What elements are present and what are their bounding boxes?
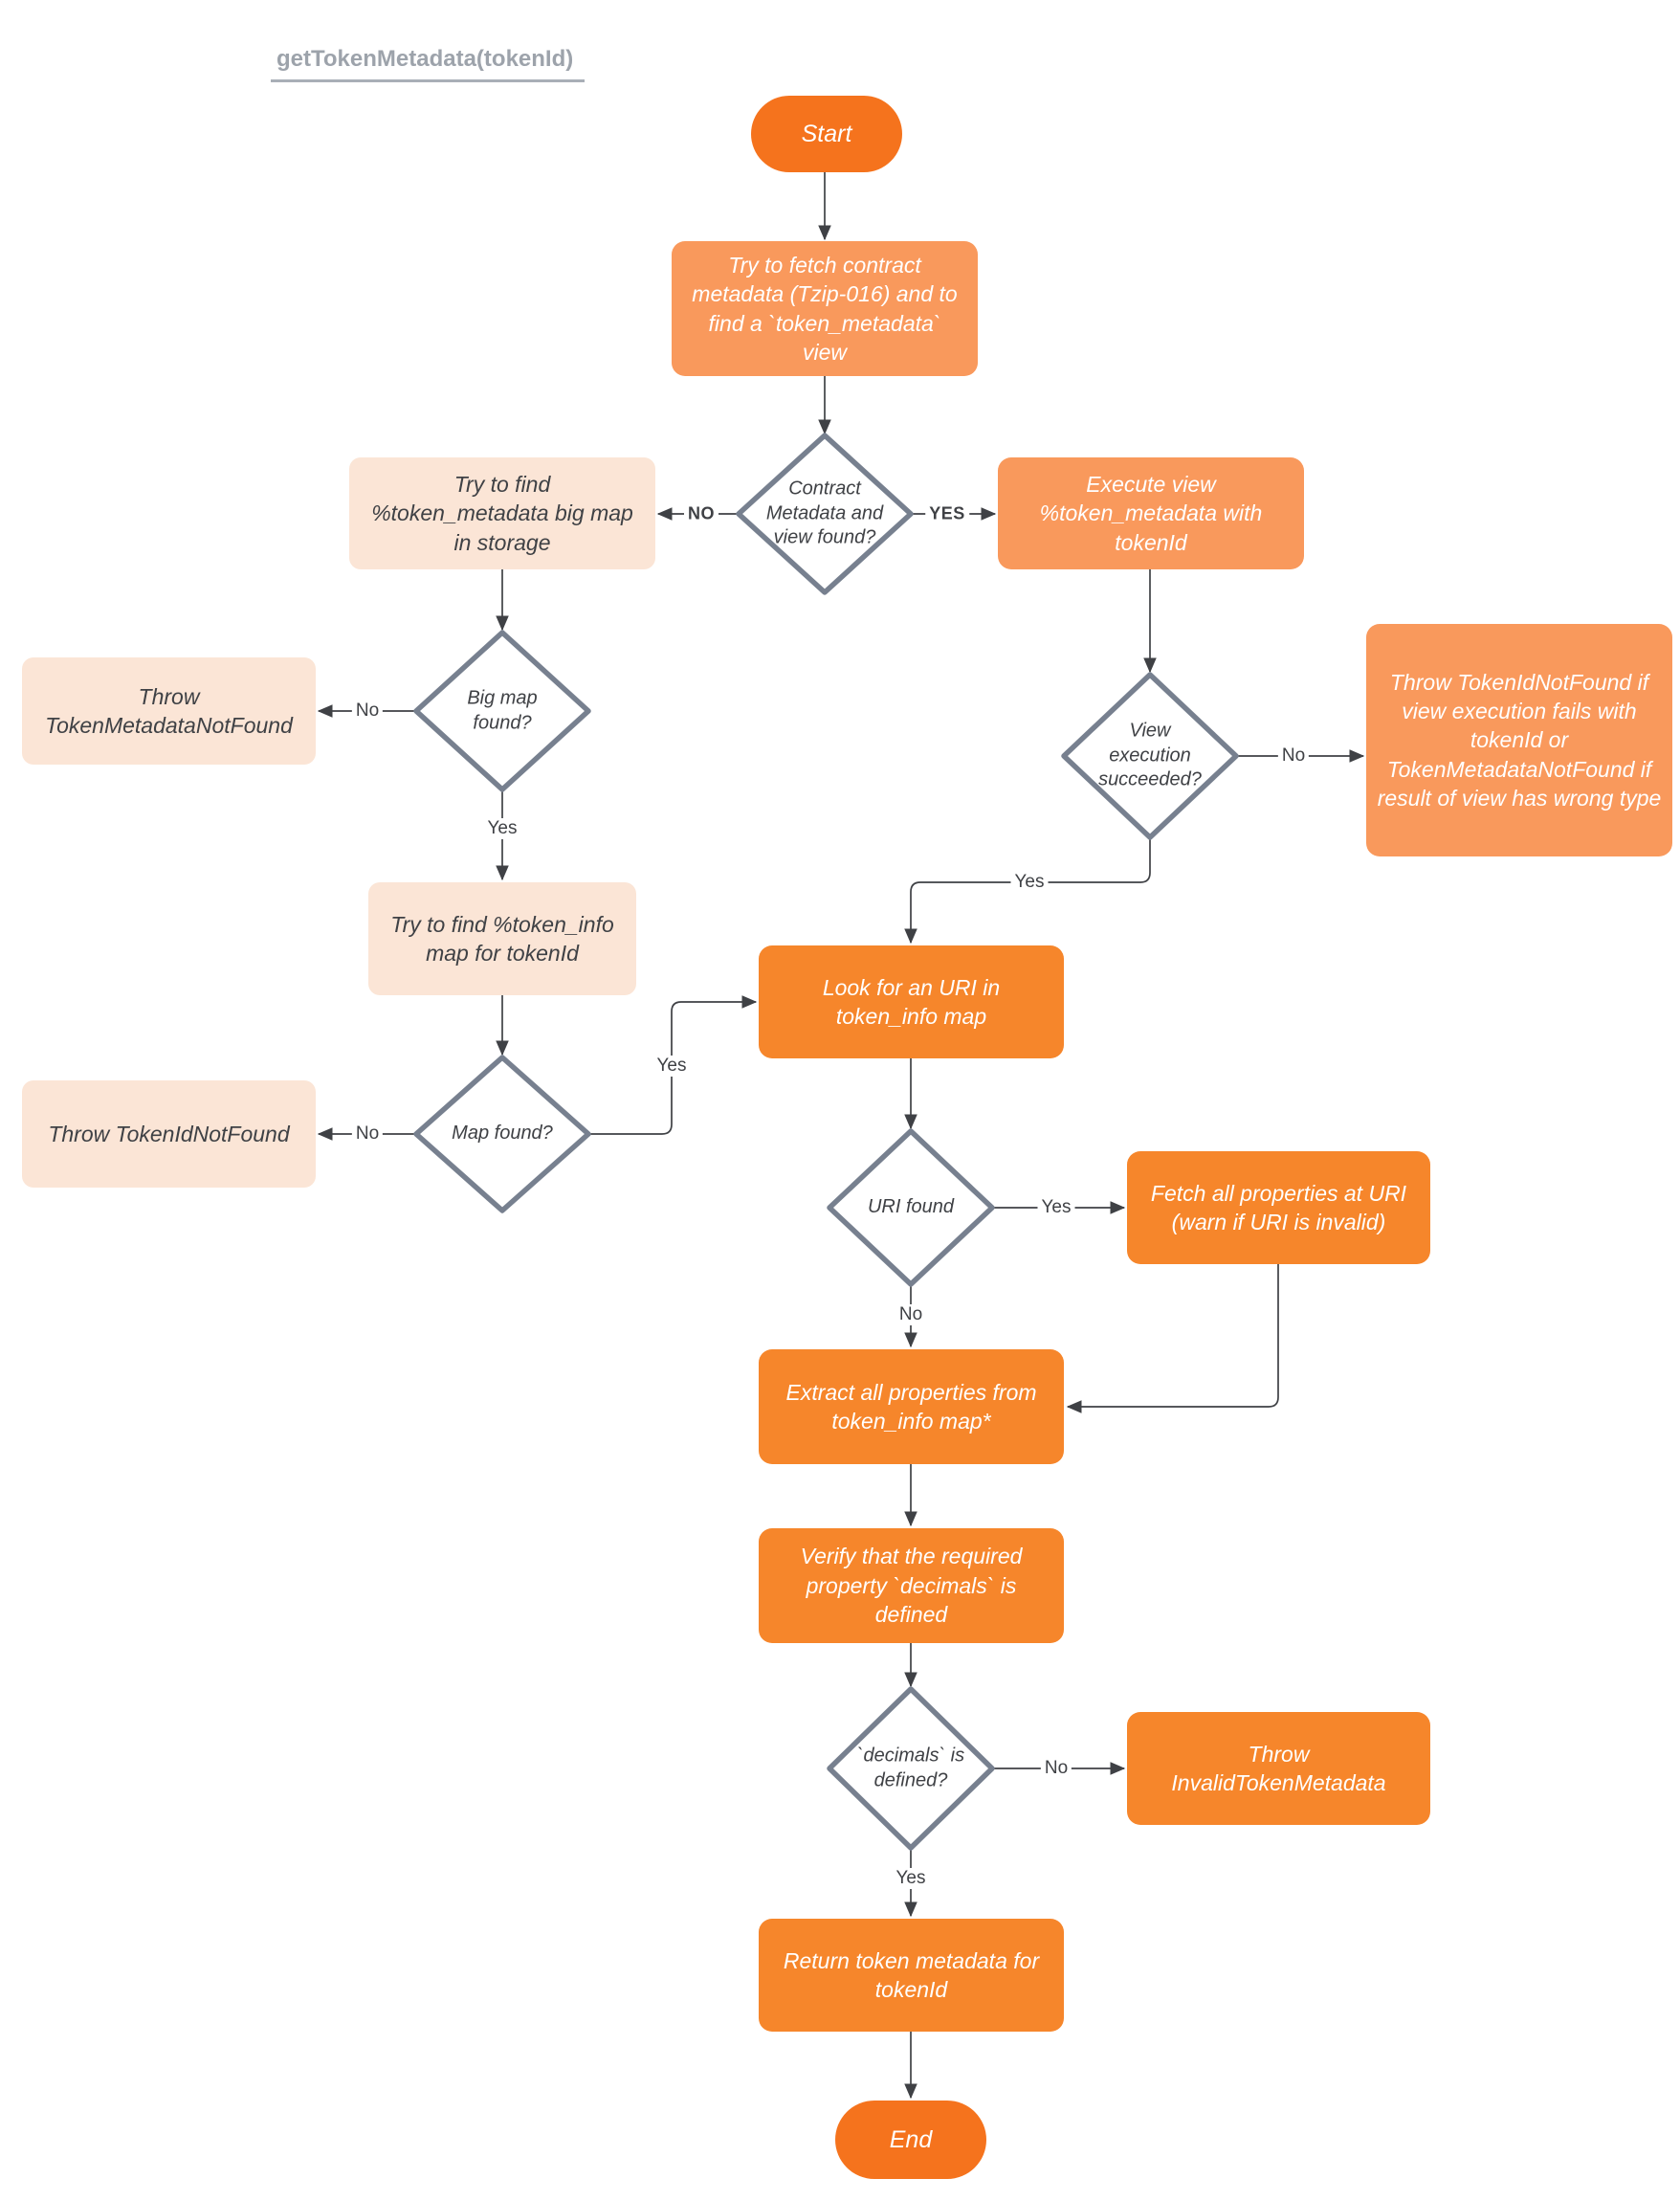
process-label: Throw TokenIdNotFound if view execution … xyxy=(1377,669,1662,811)
decision-map-found xyxy=(413,1055,591,1213)
decision-big-map-found-label: Big map found? xyxy=(467,687,538,733)
process-verify-decimals: Verify that the required property `decim… xyxy=(759,1528,1064,1643)
process-return-token-metadata: Return token metadata for tokenId xyxy=(759,1919,1064,2032)
process-label: Look for an URI in token_info map xyxy=(822,974,1001,1029)
process-label: Try to fetch contract metadata (Tzip-016… xyxy=(692,252,958,365)
process-label: Try to find %token_metadata big map in s… xyxy=(371,471,633,555)
process-find-token-info-map: Try to find %token_info map for tokenId xyxy=(368,882,636,995)
start-label: Start xyxy=(801,120,852,147)
process-throw-view-failure: Throw TokenIdNotFound if view execution … xyxy=(1366,624,1672,856)
decision-decimals-defined xyxy=(827,1686,995,1851)
decision-uri-found xyxy=(827,1128,995,1287)
process-throw-invalid-token-metadata: Throw InvalidTokenMetadata xyxy=(1127,1712,1430,1825)
process-fetch-properties-at-uri: Fetch all properties at URI (warn if URI… xyxy=(1127,1151,1430,1264)
decision-decimals-defined-label: `decimals` is defined? xyxy=(856,1745,965,1790)
start-node: Start xyxy=(751,96,902,172)
process-throw-token-id-not-found: Throw TokenIdNotFound xyxy=(22,1080,316,1188)
process-label: Try to find %token_info map for tokenId xyxy=(390,911,614,966)
edge-label-map-yes: Yes xyxy=(652,1056,691,1077)
process-label: Fetch all properties at URI (warn if URI… xyxy=(1150,1180,1407,1234)
process-label: Throw InvalidTokenMetadata xyxy=(1171,1741,1386,1795)
process-find-token-metadata-big-map: Try to find %token_metadata big map in s… xyxy=(349,457,655,569)
edge-fetchprops-to-extract xyxy=(1066,1264,1279,1413)
decision-uri-found-label: URI found xyxy=(867,1196,955,1218)
decision-view-execution-succeeded-label: View execution succeeded? xyxy=(1098,720,1202,790)
process-label: Throw TokenIdNotFound xyxy=(48,1121,290,1146)
process-execute-view: Execute view %token_metadata with tokenI… xyxy=(998,457,1304,569)
edge-label-uri-no: No xyxy=(895,1304,927,1325)
edge-label-contract-yes: YES xyxy=(925,503,969,524)
process-label: Return token metadata for tokenId xyxy=(783,1947,1040,2002)
decision-big-map-found xyxy=(413,630,591,792)
end-node: End xyxy=(835,2101,986,2179)
end-label: End xyxy=(889,2125,933,2153)
edge-label-decimals-yes: Yes xyxy=(892,1868,930,1889)
edge-label-uri-yes: Yes xyxy=(1037,1197,1075,1218)
decision-contract-metadata-found xyxy=(736,433,914,595)
decision-view-execution-succeeded xyxy=(1061,672,1239,840)
process-label: Extract all properties from token_info m… xyxy=(785,1379,1037,1434)
process-label: Verify that the required property `decim… xyxy=(800,1544,1023,1628)
edge-label-decimals-no: No xyxy=(1040,1758,1072,1779)
process-throw-token-metadata-not-found: Throw TokenMetadataNotFound xyxy=(22,657,316,765)
page-title: getTokenMetadata(tokenId) xyxy=(271,46,586,82)
edge-label-view-no: No xyxy=(1277,745,1310,767)
edge-label-bigmap-yes: Yes xyxy=(483,818,521,839)
process-label: Execute view %token_metadata with tokenI… xyxy=(1039,471,1263,555)
decision-map-found-label: Map found? xyxy=(452,1123,553,1145)
process-look-for-uri: Look for an URI in token_info map xyxy=(759,945,1064,1058)
decision-contract-metadata-found-label: Contract Metadata and view found? xyxy=(765,478,884,548)
process-fetch-contract-metadata: Try to fetch contract metadata (Tzip-016… xyxy=(672,241,978,376)
process-label: Throw TokenMetadataNotFound xyxy=(45,683,293,738)
edge-label-map-no: No xyxy=(351,1123,384,1145)
edge-label-view-yes: Yes xyxy=(1010,872,1049,893)
edge-label-bigmap-no: No xyxy=(351,700,384,722)
edge-label-contract-no: NO xyxy=(684,503,718,524)
process-extract-properties: Extract all properties from token_info m… xyxy=(759,1349,1064,1464)
